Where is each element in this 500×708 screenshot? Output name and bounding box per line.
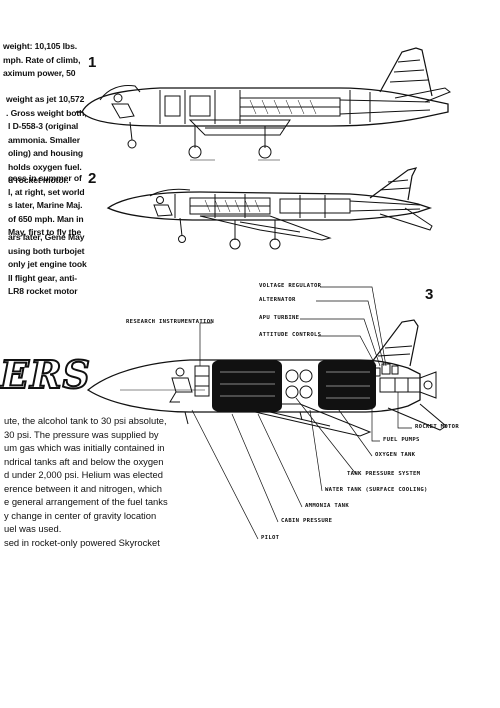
- title-logo-fragment: ERS: [0, 351, 91, 398]
- figure-number-1: 1: [88, 54, 97, 71]
- text-line: uel was used.: [4, 523, 62, 534]
- text-line: weight: 10,105 lbs.: [3, 41, 78, 51]
- text-block-1: weight: 10,105 lbs. mph. Rate of climb, …: [3, 40, 80, 81]
- label-cabin-pressure: CABIN PRESSURE: [281, 518, 333, 524]
- text-line: aximum power, 50: [3, 68, 76, 79]
- text-block-4: cess in summer of l, at right, set world…: [8, 172, 85, 240]
- aircraft-3-pressure-spheres: [285, 369, 313, 399]
- text-line: holds oxygen fuel.: [8, 161, 82, 172]
- label-research-instrumentation: RESEARCH INSTRUMENTATION: [126, 319, 215, 325]
- text-line: sed in rocket-only powered Skyrocket: [4, 536, 160, 548]
- leader-lines: [191, 286, 412, 540]
- text-line: ars later, Gene May: [8, 232, 85, 242]
- label-apu-turbine: APU TURBINE: [259, 315, 300, 321]
- text-line: of 650 mph. Man in: [8, 213, 84, 224]
- text-line: . Gross weight both,: [6, 107, 87, 118]
- text-line: ll flight gear, anti-: [8, 272, 78, 283]
- label-rocket-motor: ROCKET MOTOR: [415, 424, 460, 430]
- text-line: e general arrangement of the fuel tanks: [4, 496, 168, 507]
- text-line: cess in summer of: [8, 173, 82, 183]
- figure-number-3: 3: [425, 286, 434, 303]
- text-line: weight as jet 10,572: [6, 94, 85, 104]
- text-line: LR8 rocket motor: [8, 286, 78, 297]
- label-tank-pressure-system: TANK PRESSURE SYSTEM: [347, 471, 421, 477]
- label-fuel-pumps: FUEL PUMPS: [383, 437, 420, 443]
- aircraft-3-cutaway: [86, 319, 447, 437]
- text-line: ammonia. Smaller: [8, 134, 80, 145]
- text-line: erence between it and nitrogen, which: [4, 482, 162, 494]
- aircraft-1-cutaway: [76, 47, 451, 161]
- text-line: using both turbojet: [8, 245, 85, 256]
- text-block-2: weight as jet 10,572 . Gross weight both…: [6, 93, 87, 120]
- text-line: l, at right, set world: [8, 186, 85, 197]
- text-line: oling) and housing: [8, 148, 84, 159]
- text-line: 30 psi. The pressure was supplied by: [4, 428, 159, 440]
- text-line: ndrical tanks aft and below the oxygen: [4, 455, 164, 467]
- label-ammonia-tank: AMMONIA TANK: [305, 503, 350, 509]
- label-voltage-regulator: VOLTAGE REGULATOR: [259, 283, 322, 289]
- text-block-5: ars later, Gene May using both turbojet …: [8, 231, 87, 299]
- text-line: l D-558-3 (original: [8, 121, 79, 131]
- body-paragraph: ute, the alcohol tank to 30 psi absolute…: [4, 414, 168, 549]
- text-line: um gas which was initially contained in: [4, 442, 165, 453]
- text-line: May, first to fly the: [8, 227, 82, 238]
- text-line: mph. Rate of climb,: [3, 54, 81, 65]
- text-line: d under 2,000 psi. Helium was elected: [4, 469, 163, 480]
- aircraft-2-cutaway: [106, 167, 433, 250]
- figure-number-2: 2: [88, 170, 97, 187]
- text-line: d rocket motor.: [8, 175, 69, 186]
- label-attitude-controls: ATTITUDE CONTROLS: [259, 332, 322, 338]
- text-block-3: l D-558-3 (original ammonia. Smaller oli…: [8, 120, 83, 188]
- aircraft-3-tanks: [212, 360, 376, 412]
- label-oxygen-tank: OXYGEN TANK: [375, 452, 416, 458]
- text-line: only jet engine took: [8, 259, 87, 270]
- label-water-tank: WATER TANK (SURFACE COOLING): [325, 487, 428, 493]
- label-alternator: ALTERNATOR: [259, 297, 296, 303]
- label-pilot: PILOT: [261, 535, 280, 541]
- text-line: s later, Marine Maj.: [8, 200, 83, 211]
- text-line: y change in center of gravity location: [4, 509, 157, 521]
- text-line: ute, the alcohol tank to 30 psi absolute…: [4, 415, 167, 426]
